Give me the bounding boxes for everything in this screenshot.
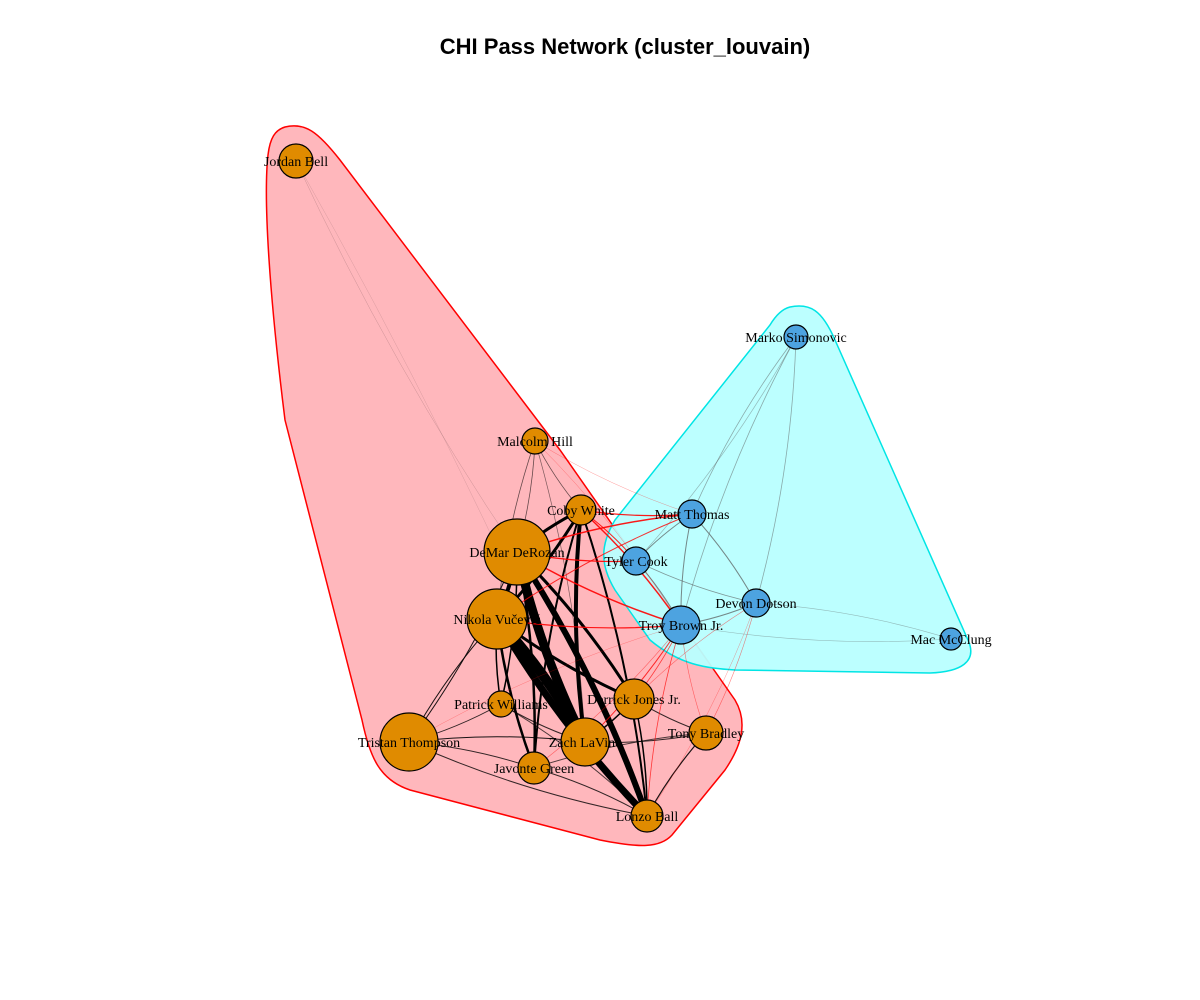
node-label: Troy Brown Jr. [639, 619, 724, 634]
node-circle [560, 717, 610, 767]
node-jordan-bell: Jordan Bell [264, 143, 328, 179]
cluster-2-hull [603, 305, 972, 674]
pass-edge [514, 550, 650, 817]
pass-edge [533, 624, 682, 769]
node-label: Patrick Williams [454, 698, 548, 713]
pass-edge [755, 602, 952, 640]
pass-edge [646, 602, 757, 817]
pass-edge [534, 440, 682, 626]
pass-edge [755, 336, 797, 604]
node-demar-derozan: DeMar DeRozan [469, 518, 565, 586]
node-circle [939, 627, 963, 651]
pass-edge [691, 336, 797, 515]
node-label: DeMar DeRozan [469, 546, 564, 561]
pass-edge [533, 509, 582, 769]
node-nikola-vucevic: Nikola Vučević [453, 588, 541, 650]
pass-edge [408, 741, 648, 817]
node-circle [630, 799, 664, 833]
node-coby-white: Coby White [547, 494, 615, 526]
node-circle [487, 690, 515, 718]
pass-edge [533, 732, 707, 769]
node-label: Lonzo Ball [616, 810, 679, 825]
node-label: Tyler Cook [604, 555, 667, 570]
pass-edge [295, 160, 586, 743]
node-tony-bradley: Tony Bradley [668, 715, 744, 751]
node-circle [379, 712, 439, 772]
node-circle [783, 324, 809, 350]
node-troy-brown: Troy Brown Jr. [639, 605, 724, 645]
node-circle [565, 494, 597, 526]
pass-edge [635, 336, 797, 562]
node-circle [661, 605, 701, 645]
node-label: Devon Dotson [715, 597, 796, 612]
node-matt-thomas: Matt Thomas [655, 499, 730, 529]
node-marko-simonovic: Marko Simonovic [745, 324, 847, 350]
node-label: Tony Bradley [668, 727, 744, 742]
node-label: Marko Simonovic [745, 331, 847, 346]
node-javonte-green: Javonte Green [494, 751, 574, 785]
node-label: Jordan Bell [264, 155, 328, 170]
pass-edge [646, 624, 682, 817]
pass-edge [680, 336, 797, 626]
node-circle [677, 499, 707, 529]
node-mac-mcclung: Mac McClung [910, 627, 992, 651]
node-circle [741, 588, 771, 618]
node-circle [521, 427, 549, 455]
pass-edge [680, 624, 952, 642]
chart-title: CHI Pass Network (cluster_louvain) [439, 34, 811, 59]
node-tyler-cook: Tyler Cook [604, 546, 668, 576]
node-circle [466, 588, 528, 650]
pass-edge [534, 440, 693, 515]
node-malcolm-hill: Malcolm Hill [497, 427, 573, 455]
pass-edge [295, 160, 518, 553]
node-label: Tristan Thompson [358, 736, 460, 751]
node-derrick-jones: Derrick Jones Jr. [587, 678, 681, 720]
node-label: Nikola Vučević [453, 613, 540, 628]
node-label: Javonte Green [494, 762, 574, 777]
node-label: Zach LaVine [549, 736, 622, 751]
node-label: Malcolm Hill [497, 435, 573, 450]
node-label: Matt Thomas [655, 508, 730, 523]
node-circle [483, 518, 551, 586]
pass-edge [573, 509, 587, 743]
node-circle [688, 715, 724, 751]
node-tristan-thompson: Tristan Thompson [358, 712, 460, 772]
node-circle [613, 678, 655, 720]
node-devon-dotson: Devon Dotson [715, 588, 797, 618]
pass-edge [408, 624, 682, 743]
node-patrick-williams: Patrick Williams [454, 690, 548, 718]
node-circle [278, 143, 314, 179]
node-label: Mac McClung [910, 633, 991, 648]
node-label: Derrick Jones Jr. [587, 693, 681, 708]
node-circle [621, 546, 651, 576]
pass-edge [534, 440, 586, 743]
node-label: Coby White [547, 504, 615, 519]
node-lonzo-ball: Lonzo Ball [616, 799, 679, 833]
pass-edge [580, 509, 648, 817]
node-circle [517, 751, 551, 785]
node-zach-lavine: Zach LaVine [549, 717, 622, 767]
